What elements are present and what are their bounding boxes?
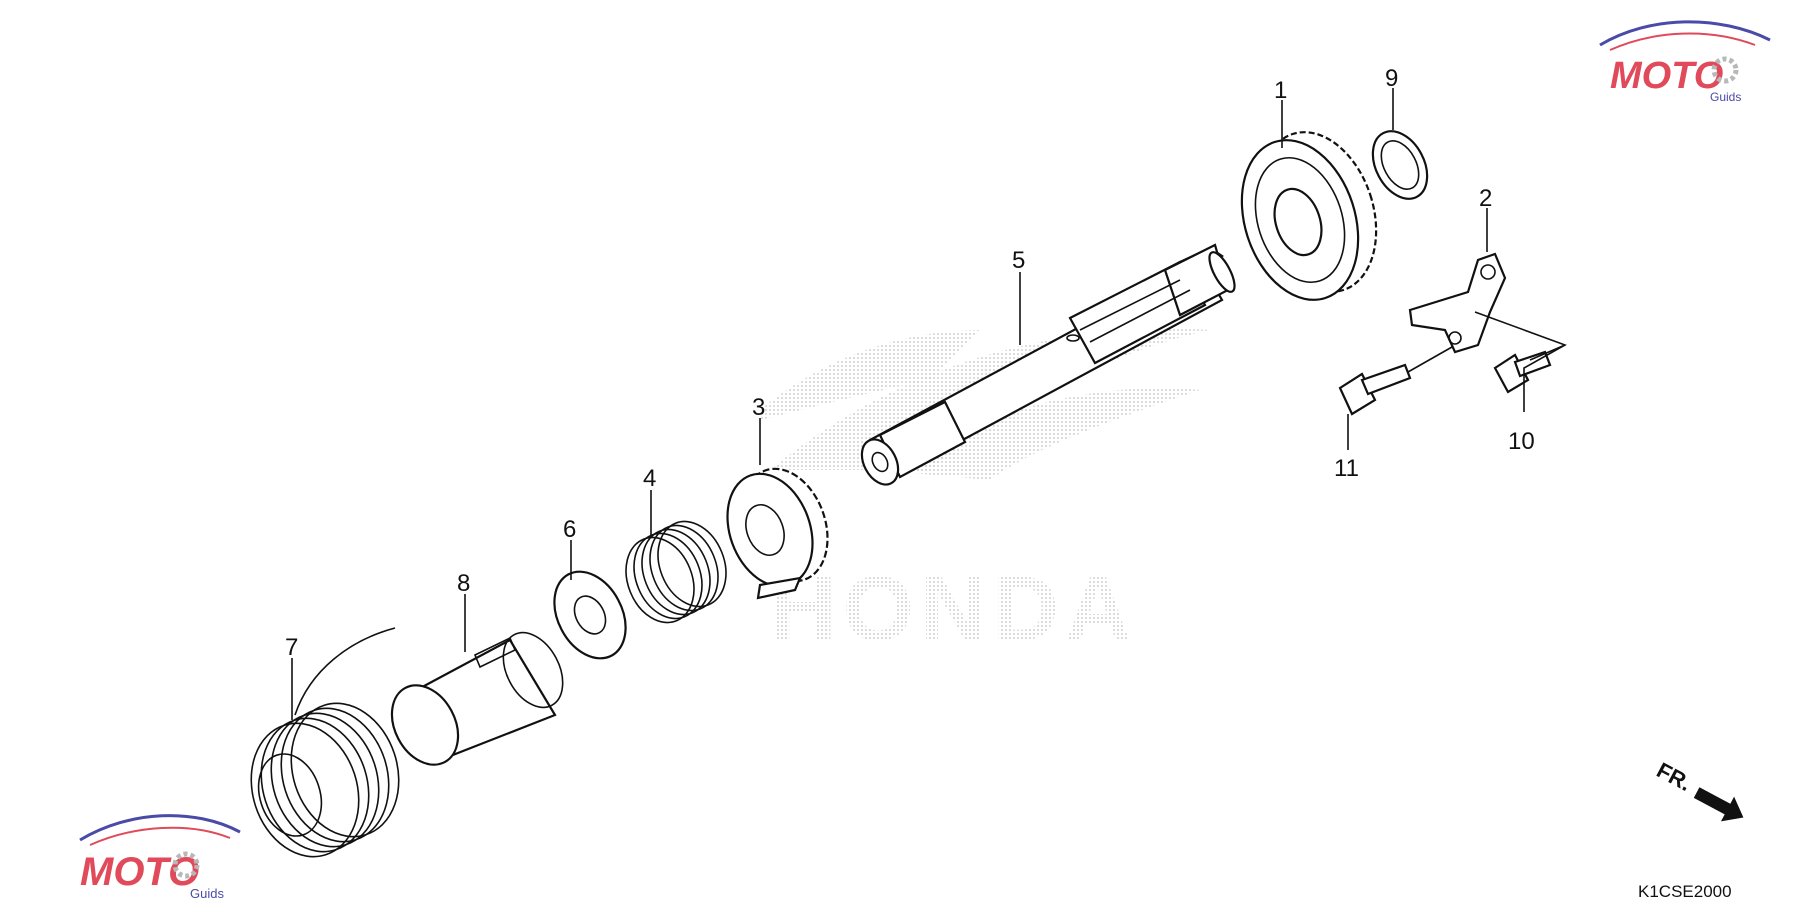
callout-10: 10 [1508, 428, 1535, 455]
front-arrow: FR. [1653, 757, 1744, 822]
callout-4: 4 [643, 465, 656, 492]
callout-3: 3 [752, 394, 765, 421]
callout-5: 5 [1012, 247, 1025, 274]
callout-8: 8 [457, 570, 470, 597]
callout-2: 2 [1479, 185, 1492, 212]
part-gear[interactable] [1222, 117, 1395, 315]
svg-text:Guids: Guids [1710, 90, 1741, 104]
part-return-spring[interactable] [235, 627, 416, 871]
callout-labels: 1 2 3 4 5 6 7 8 9 10 11 [285, 65, 1535, 661]
callout-6: 6 [563, 516, 576, 543]
diagram-code: K1CSE2000 [1638, 882, 1732, 901]
front-label: FR. [1653, 757, 1696, 796]
part-spindle[interactable] [855, 243, 1240, 491]
part-washer-6[interactable] [540, 559, 640, 670]
svg-text:Guids: Guids [190, 886, 224, 901]
part-collar[interactable] [379, 622, 575, 776]
part-ratchet[interactable] [713, 457, 843, 600]
moto-logo-bottom: MOTO Guids [79, 814, 241, 901]
callout-1: 1 [1274, 77, 1287, 104]
callout-9: 9 [1385, 65, 1398, 92]
honda-brand-watermark: HONDA [770, 558, 1137, 660]
moto-logo-top: MOTO Guids [1599, 20, 1771, 104]
callout-11: 11 [1334, 455, 1359, 482]
callout-7: 7 [285, 634, 298, 661]
part-washer-9[interactable] [1362, 122, 1438, 208]
part-spring[interactable] [614, 511, 738, 633]
svg-text:MOTO: MOTO [1610, 55, 1723, 97]
part-bracket[interactable] [1408, 252, 1507, 354]
leader-lines [291, 88, 1567, 720]
part-bolt-11[interactable] [1338, 363, 1412, 416]
